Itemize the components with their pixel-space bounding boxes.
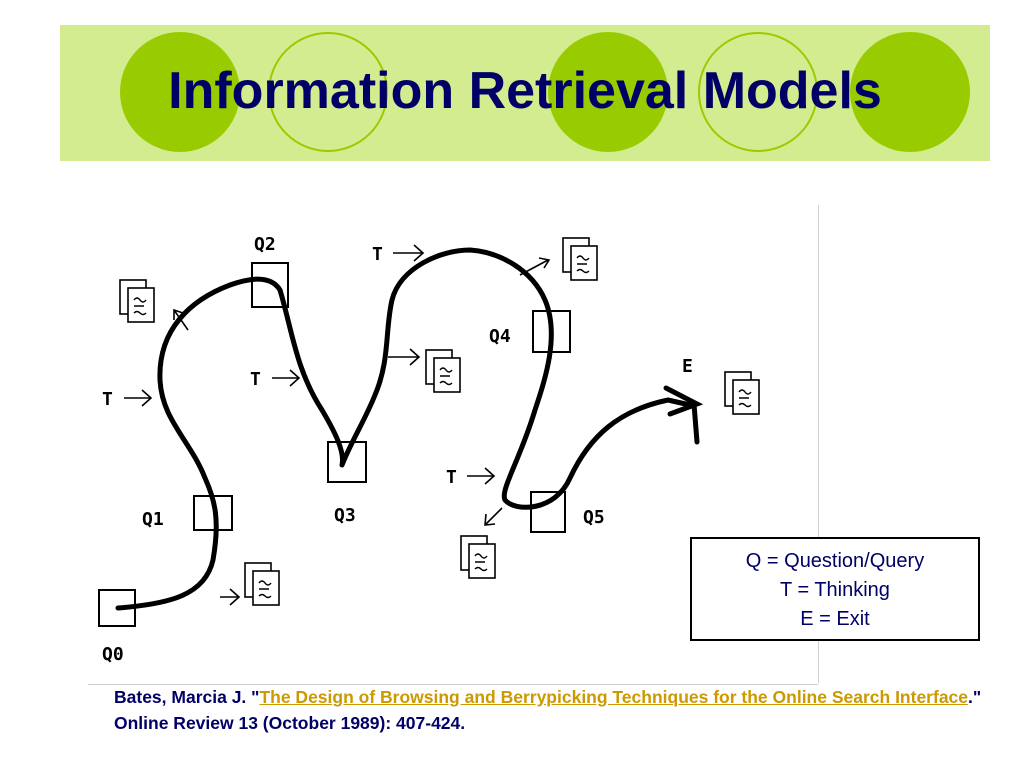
search-path	[115, 247, 693, 611]
label-t-2: T	[250, 369, 261, 390]
label-q1: Q1	[142, 509, 164, 530]
decor-circle-3	[548, 32, 668, 152]
legend-line-exit: E = Exit	[800, 608, 870, 630]
document-stack-4	[724, 371, 760, 415]
citation-prefix: Bates, Marcia J. "	[114, 687, 260, 707]
legend-line-thinking: T = Thinking	[780, 579, 890, 601]
berrypicking-diagram: Q0 Q1 Q2 Q3 Q4 Q5 E T T T T	[98, 234, 760, 665]
label-t-3: T	[372, 244, 383, 265]
legend-box: Q = Question/Query T = Thinking E = Exit	[690, 537, 980, 641]
exit-arrow	[663, 385, 704, 445]
decor-circle-4	[698, 32, 818, 152]
label-q3: Q3	[334, 505, 356, 526]
query-box-q2	[251, 262, 289, 308]
query-box-q3	[327, 441, 367, 483]
label-exit: E	[682, 356, 693, 377]
decor-circle-2	[268, 32, 388, 152]
query-box-q1	[193, 495, 233, 531]
document-stack-5	[460, 535, 496, 579]
document-stack-1	[119, 279, 155, 323]
decor-circle-5	[850, 32, 970, 152]
label-t-4: T	[446, 467, 457, 488]
label-q0: Q0	[102, 644, 124, 665]
decor-circle-1	[120, 32, 240, 152]
query-box-q5	[530, 491, 566, 533]
label-t-1: T	[102, 389, 113, 410]
citation-link[interactable]: The Design of Browsing and Berrypicking …	[259, 687, 969, 707]
diagram-border-bottom	[88, 684, 818, 685]
label-q2: Q2	[254, 234, 276, 255]
document-stack-3	[562, 237, 598, 281]
diagram-border-right	[818, 205, 819, 683]
query-box-q4	[532, 310, 571, 353]
document-stack-2	[425, 349, 461, 393]
query-box-q0	[98, 589, 136, 627]
citation-suffix: ." Online Review 13 (October 1989): 407-…	[114, 687, 982, 733]
label-q5: Q5	[583, 507, 605, 528]
title-band: Information Retrieval Models	[60, 25, 990, 161]
citation: Bates, Marcia J. "The Design of Browsing…	[114, 684, 994, 736]
label-q4: Q4	[489, 326, 511, 347]
slide-title: Information Retrieval Models	[168, 62, 882, 120]
legend-line-query: Q = Question/Query	[745, 550, 925, 572]
document-stack-6	[244, 562, 280, 606]
